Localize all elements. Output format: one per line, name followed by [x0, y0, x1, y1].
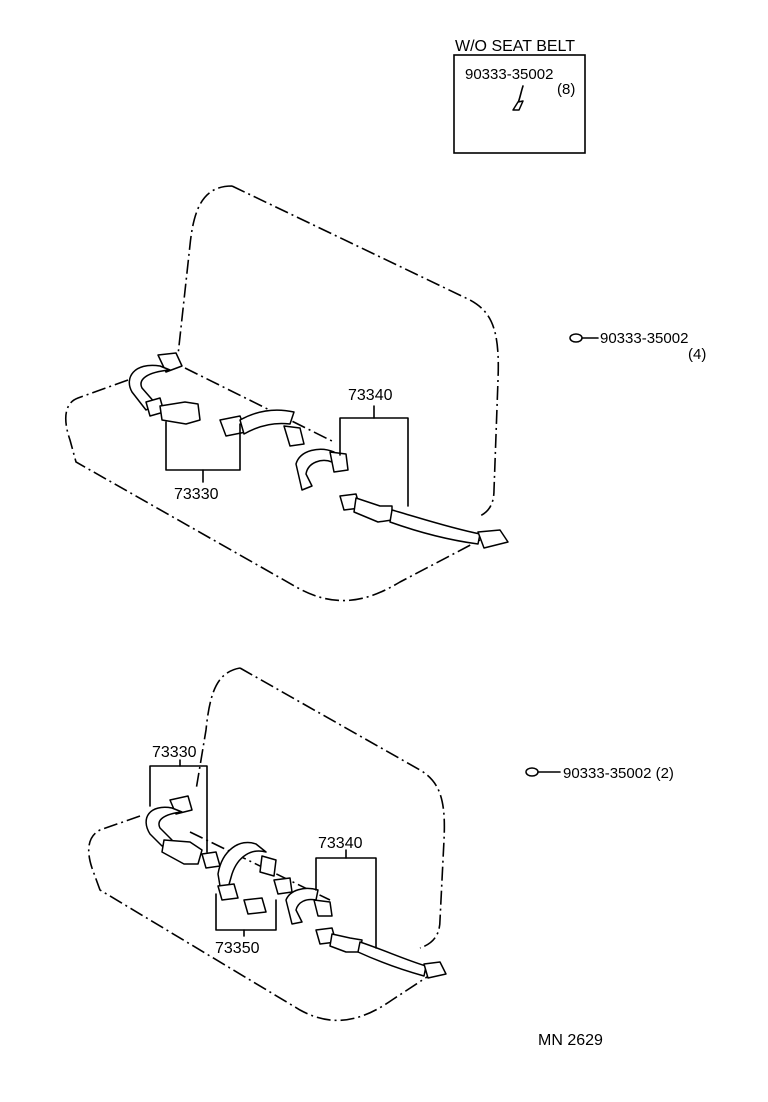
upper-plug-quantity: (4) — [688, 346, 706, 363]
upper-plug-part-number: 90333-35002 — [600, 330, 688, 347]
inset-without-seat-belt: W/O SEAT BELT 90333-35002 (8) — [453, 38, 586, 154]
lower-right-webbing — [357, 941, 427, 977]
lower-center-bracket-b — [273, 877, 293, 895]
inset-title: W/O SEAT BELT — [455, 38, 575, 55]
lower-right-bolt-plate — [313, 899, 333, 917]
lower-hole-plug-icon — [525, 767, 539, 777]
lower-callout-73340: 73340 — [318, 835, 363, 852]
lower-right-retractor — [285, 887, 319, 925]
upper-seat-cushion-outline — [64, 379, 481, 602]
lower-left-belt — [145, 795, 221, 869]
lower-callout-73350: 73350 — [215, 940, 260, 957]
upper-callout-bracket-73340 — [339, 417, 409, 507]
inset-quantity: (8) — [557, 81, 575, 98]
hole-plug-icon — [512, 100, 524, 111]
upper-center-bracket — [283, 425, 305, 447]
upper-left-belt — [128, 352, 305, 447]
upper-seat-assembly: 73330 73340 90333-35002 (4) — [64, 185, 706, 602]
upper-hole-plug-icon — [569, 333, 583, 343]
lower-callout-bracket-73350 — [215, 893, 277, 931]
lower-left-tongue — [201, 851, 221, 869]
lower-right-buckle — [329, 933, 363, 953]
lower-left-buckle — [161, 839, 203, 865]
lower-seat-cushion-outline — [87, 815, 431, 1022]
upper-right-bolt-plate — [329, 451, 349, 473]
upper-seat-back-outline — [177, 185, 500, 517]
lower-callout-73330: 73330 — [152, 744, 197, 761]
lower-plug-label: 90333-35002 (2) — [563, 765, 674, 782]
upper-left-buckle — [159, 401, 201, 425]
upper-right-retractor — [295, 448, 335, 491]
lower-center-belt — [217, 841, 293, 915]
lower-callout-bracket-73330 — [149, 765, 208, 853]
upper-callout-73340: 73340 — [348, 387, 393, 404]
lower-seat-back-outline — [195, 667, 446, 949]
lower-center-webbing — [217, 841, 267, 889]
upper-center-webbing — [239, 409, 295, 435]
lower-center-latch — [243, 897, 267, 915]
inset-frame — [453, 54, 586, 154]
upper-right-webbing — [389, 509, 481, 545]
lower-right-belt — [285, 887, 447, 979]
lower-right-end-anchor — [423, 961, 447, 979]
diagram-code: MN 2629 — [538, 1032, 603, 1049]
upper-right-belt — [295, 448, 509, 549]
upper-seat-crease — [184, 367, 335, 443]
inset-part-number: 90333-35002 — [465, 66, 553, 83]
lower-center-bracket-a — [259, 855, 277, 877]
lower-center-tongue — [217, 883, 239, 901]
lower-seat-assembly: 73330 73340 73350 90333-35002 (2) — [87, 667, 674, 1022]
upper-callout-73330: 73330 — [174, 486, 219, 503]
upper-right-end-anchor — [477, 529, 509, 549]
upper-right-buckle — [353, 497, 393, 523]
